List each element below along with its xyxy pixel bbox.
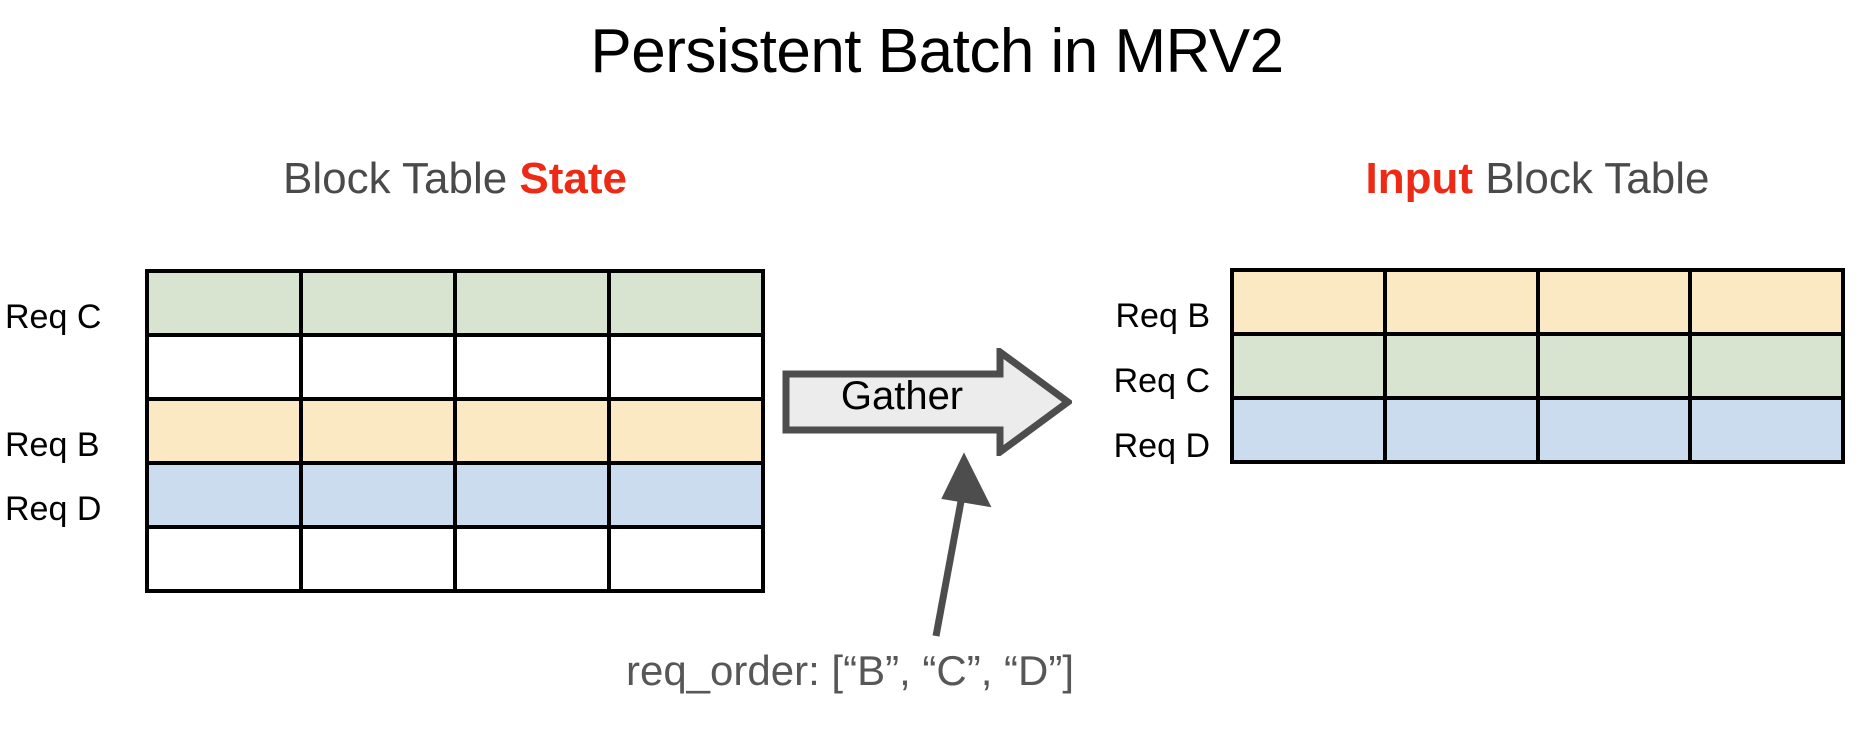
table-cell — [303, 465, 453, 525]
row-label-input-req-b: Req B — [1115, 297, 1211, 335]
table-cell — [457, 337, 607, 397]
table-cell — [1692, 272, 1841, 332]
table-cell — [149, 273, 299, 333]
table-cell — [457, 529, 607, 589]
gather-label: Gather — [840, 374, 964, 418]
table-cell — [149, 529, 299, 589]
heading-left-accent: State — [519, 154, 628, 203]
block-table-input — [1230, 268, 1845, 464]
table-cell — [1692, 400, 1841, 460]
heading-left-prefix: Block Table — [282, 154, 520, 203]
heading-right-suffix: Block Table — [1473, 154, 1710, 203]
table-cell — [611, 529, 761, 589]
table-cell — [457, 465, 607, 525]
table-cell — [611, 273, 761, 333]
table-cell — [149, 465, 299, 525]
table-cell — [1539, 400, 1689, 460]
table-cell — [611, 465, 761, 525]
table-cell — [1234, 336, 1383, 396]
heading-right-accent: Input — [1365, 154, 1474, 203]
table-cell — [303, 529, 453, 589]
table-cell — [1539, 336, 1689, 396]
row-label-state-req-c: Req C — [5, 298, 102, 336]
table-cell — [1692, 336, 1841, 396]
table-cell — [1234, 272, 1383, 332]
table-cell — [457, 273, 607, 333]
table-cell — [1386, 336, 1536, 396]
row-label-input-req-c: Req C — [1113, 362, 1210, 400]
table-cell — [303, 273, 453, 333]
table-cell — [611, 337, 761, 397]
table-cell — [1386, 400, 1536, 460]
table-cell — [149, 337, 299, 397]
row-label-state-req-b: Req B — [5, 426, 100, 464]
heading-block-table-state: Block Table State — [145, 152, 765, 206]
page-title: Persistent Batch in MRV2 — [590, 17, 1284, 86]
table-cell — [303, 337, 453, 397]
table-cell — [149, 401, 299, 461]
pointer-arrow-icon — [932, 452, 992, 637]
table-cell — [1234, 400, 1383, 460]
heading-input-block-table: Input Block Table — [1230, 152, 1845, 206]
gather-arrow-icon — [782, 348, 1072, 456]
table-cell — [303, 401, 453, 461]
table-cell — [1386, 272, 1536, 332]
table-cell — [611, 401, 761, 461]
row-label-state-req-d: Req D — [5, 490, 102, 528]
table-cell — [1539, 272, 1689, 332]
block-table-state — [145, 269, 765, 593]
table-cell — [457, 401, 607, 461]
row-label-input-req-d: Req D — [1113, 427, 1210, 465]
req-order-caption: req_order: [“B”, “C”, “D”] — [625, 647, 1075, 694]
